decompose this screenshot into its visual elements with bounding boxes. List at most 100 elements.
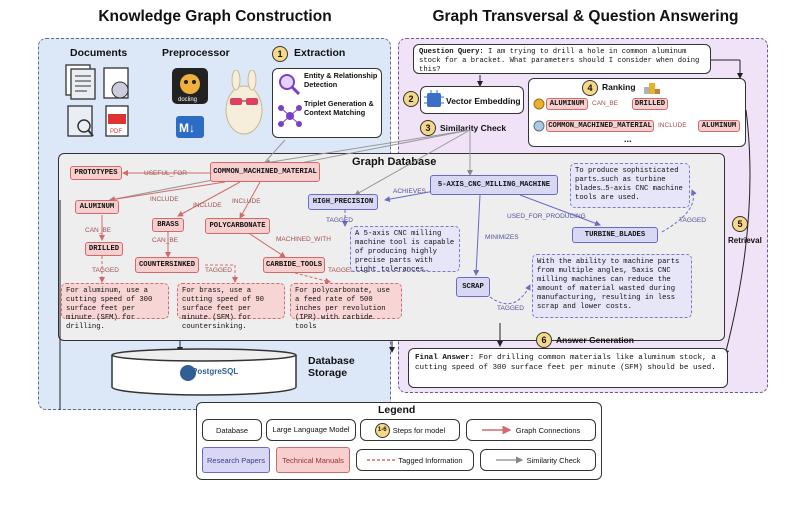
tag-polycarbonate: For polycarbonate, use a feed rate of 50… (290, 283, 402, 331)
edge-tagged-5: TAGGED (679, 217, 706, 224)
node-turbine-blades: TURBINE_BLADES (572, 227, 658, 243)
legend-technical-manuals-label: Technical Manuals (282, 455, 344, 465)
ranking-box (528, 78, 746, 147)
extraction-item-2: Triplet Generation & Context Matching (304, 99, 374, 117)
legend-llm: Large Language Model (266, 419, 356, 441)
network-icon (278, 105, 302, 127)
edge-include-1: INCLUDE (150, 196, 179, 203)
question-query-label: Question Query: (419, 48, 484, 56)
tag-aluminum: For aluminum, use a cutting speed of 300… (61, 283, 169, 331)
similarity-check-label: Similarity Check (440, 123, 507, 133)
legend-steps: 1-6 Steps for model (360, 419, 460, 441)
node-scrap: SCRAP (456, 277, 490, 297)
edge-used-for-producing: USED_FOR_PRODUCING (507, 213, 586, 220)
step-4-badge: 4 (582, 80, 598, 96)
legend-tagged-info: Tagged Information (356, 449, 474, 471)
documents-label: Documents (70, 47, 128, 59)
legend-database: Database (202, 419, 262, 441)
left-title: Knowledge Graph Construction (98, 8, 332, 25)
node-5-axis-cnc: 5-AXIS_CNC_MILLING_MACHINE (430, 175, 558, 195)
legend-research-papers: Research Papers (202, 447, 270, 473)
rank-row2-rel: INCLUDE (658, 122, 687, 129)
final-answer-label: Final Answer: (415, 354, 475, 362)
docling-text: docling (178, 97, 197, 103)
edge-can-be-2: CAN_BE (152, 237, 179, 244)
medal-gold-icon (533, 98, 545, 110)
legend-tagged-info-label: Tagged Information (398, 455, 463, 465)
database-cylinder (111, 348, 297, 396)
legend-similarity-check: Similarity Check (480, 449, 596, 471)
node-common-machined-material: COMMON_MACHINED_MATERIAL (210, 162, 320, 182)
step-1-badge: 1 (272, 46, 288, 62)
pdf-text: PDF (110, 129, 122, 135)
legend-database-label: Database (215, 425, 249, 435)
extraction-label: Extraction (294, 47, 346, 59)
legend-technical-manuals: Technical Manuals (276, 447, 350, 473)
extraction-item-1: Entity & Relationship Detection (304, 71, 378, 89)
node-brass: BRASS (152, 218, 184, 232)
edge-can-be-1: CAN_BE (85, 227, 112, 234)
svg-text:M↓: M↓ (179, 121, 195, 135)
database-storage-label: Database Storage (308, 355, 355, 379)
node-polycarbonate: POLYCARBONATE (205, 218, 270, 234)
rank-row1-rel: CAN_BE (592, 100, 619, 107)
question-query-text: I am trying to drill a hole in common al… (419, 48, 700, 74)
tag-high-precision: A 5-axis CNC milling machine tool is cap… (350, 226, 460, 274)
rank-row2-node-b: ALUMINUM (698, 120, 740, 132)
rank-row2-node-a: COMMON_MACHINED_MATERIAL (546, 120, 654, 132)
question-query-box: Question Query: I am trying to drill a h… (413, 44, 711, 74)
magnifier-icon (279, 74, 300, 95)
legend-graph-connections: Graph Connections (466, 419, 596, 441)
legend-similarity-check-label: Similarity Check (526, 455, 581, 465)
edge-machined-with: MACHINED_WITH (276, 236, 331, 243)
edge-include-2: INCLUDE (193, 202, 222, 209)
chip-icon (424, 90, 444, 107)
edge-tagged-4: TAGGED (326, 217, 353, 224)
legend-graph-connections-label: Graph Connections (515, 425, 581, 435)
medal-silver-icon (533, 120, 545, 132)
edge-tagged-2: TAGGED (205, 267, 232, 274)
edge-include-3: INCLUDE (232, 198, 261, 205)
tag-scrap: With the ability to machine parts from m… (532, 254, 692, 318)
edge-minimizes: MINIMIZES (485, 234, 519, 241)
legend-steps-label: Steps for model (392, 425, 446, 435)
llm-llama-icon (225, 70, 263, 135)
legend-steps-badge: 1-6 (374, 422, 390, 438)
rank-more: ... (624, 134, 632, 144)
podium-icon (644, 83, 660, 94)
step-5-badge: 5 (732, 216, 748, 232)
legend-llm-label: Large Language Model (272, 425, 350, 434)
node-countersinked: COUNTERSINKED (135, 257, 199, 273)
edge-tagged-3: TAGGED (328, 267, 355, 274)
node-carbide-tools: CARBIDE_TOOLS (263, 257, 325, 273)
rank-row1-node-b: DRILLED (632, 98, 668, 110)
node-aluminum: ALUMINUM (75, 200, 119, 214)
node-drilled: DRILLED (85, 242, 123, 256)
node-prototypes: PROTOTYPES (70, 166, 122, 180)
step-3-badge: 3 (420, 120, 436, 136)
docling-icon: docling (172, 68, 208, 104)
edge-tagged-6: TAGGED (497, 305, 524, 312)
final-answer-box: Final Answer: For drilling common materi… (408, 348, 728, 388)
graph-database-title: Graph Database (352, 156, 437, 168)
markdown-icon: M↓ (176, 116, 204, 138)
edge-tagged-1: TAGGED (92, 267, 119, 274)
step-6-badge: 6 (536, 332, 552, 348)
rank-row1-node-a: ALUMINUM (546, 98, 588, 110)
tag-brass: For brass, use a cutting speed of 90 sur… (177, 283, 285, 331)
retrieval-label: Retrieval (728, 236, 762, 245)
right-title: Graph Transversal & Question Answering (432, 8, 739, 25)
node-high-precision: HIGH_PRECISION (308, 194, 378, 210)
vector-embedding-label: Vector Embedding (446, 96, 521, 106)
ranking-label: Ranking (602, 82, 636, 92)
legend-title: Legend (378, 404, 416, 416)
documents-icon: PDF (65, 64, 129, 137)
legend-research-papers-label: Research Papers (207, 455, 265, 465)
edge-useful-for: USEFUL_FOR (144, 170, 187, 177)
preprocessor-label: Preprocessor (162, 47, 230, 59)
answer-generation-label: Answer Generation (556, 335, 634, 345)
postgresql-text: PostgreSQL (192, 367, 239, 376)
step-2-badge: 2 (403, 91, 419, 107)
edge-achieves: ACHIEVES (393, 188, 426, 195)
tag-turbine: To produce sophisticated parts…such as t… (570, 163, 690, 208)
